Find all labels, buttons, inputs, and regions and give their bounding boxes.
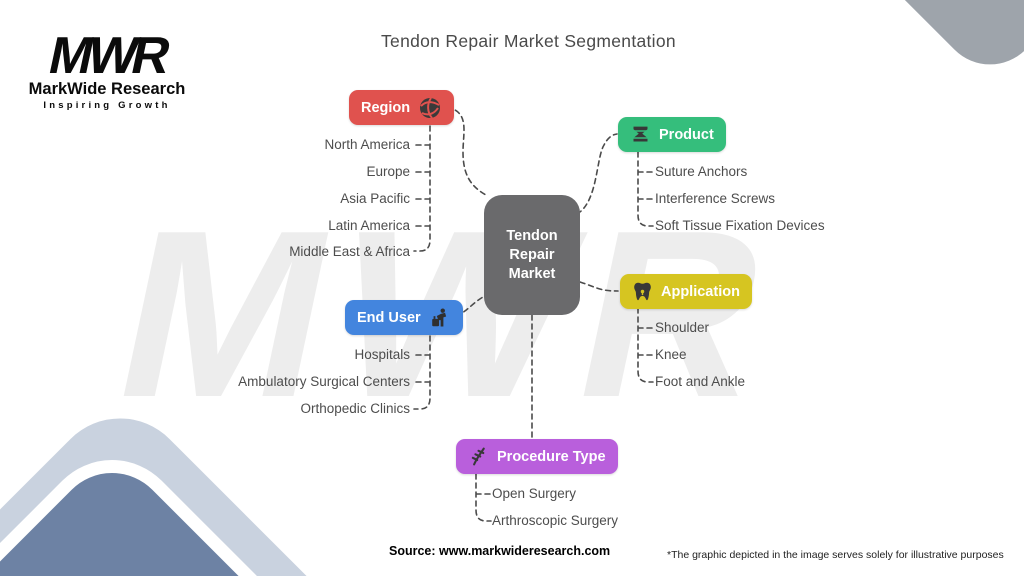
person-workstation-icon bbox=[429, 307, 451, 329]
segment-item-region: Europe bbox=[366, 164, 410, 179]
segment-item-end-user: Ambulatory Surgical Centers bbox=[238, 374, 410, 389]
procedure-rail bbox=[475, 473, 492, 522]
badge-end-user: End User bbox=[345, 300, 463, 335]
suture-branch-icon bbox=[468, 446, 489, 467]
center-to-application-curve bbox=[579, 281, 619, 292]
segment-item-end-user: Orthopedic Clinics bbox=[300, 401, 410, 416]
product-rail bbox=[637, 151, 654, 227]
center-to-product-curve bbox=[576, 133, 618, 215]
segment-item-end-user: Hospitals bbox=[354, 347, 410, 362]
segment-item-region: North America bbox=[324, 137, 410, 152]
badge-product: Product bbox=[618, 117, 726, 152]
disclaimer-text: *The graphic depicted in the image serve… bbox=[667, 549, 1004, 561]
badge-procedure-type: Procedure Type bbox=[456, 439, 618, 474]
segment-item-region: Asia Pacific bbox=[340, 191, 410, 206]
segment-item-product: Interference Screws bbox=[655, 191, 776, 206]
center-node-line: Tendon bbox=[506, 227, 558, 244]
center-node-line: Repair bbox=[509, 246, 555, 263]
markwide-logo: MWR MarkWide Research Inspiring Growth bbox=[22, 27, 192, 111]
source-text: Source: www.markwideresearch.com bbox=[389, 544, 611, 558]
segment-item-application: Knee bbox=[655, 347, 687, 362]
segment-item-procedure: Arthroscopic Surgery bbox=[492, 513, 619, 528]
segment-item-application: Foot and Ankle bbox=[655, 374, 746, 389]
logo-name: MarkWide Research bbox=[28, 80, 186, 98]
segment-item-region: Middle East & Africa bbox=[289, 244, 410, 259]
badge-end-user-label: End User bbox=[357, 309, 421, 326]
segment-item-region: Latin America bbox=[328, 218, 410, 233]
segment-item-product: Soft Tissue Fixation Devices bbox=[655, 218, 825, 233]
tooth-icon bbox=[632, 281, 653, 302]
enduser-rail bbox=[413, 335, 431, 410]
region-rail bbox=[413, 125, 431, 252]
badge-application-label: Application bbox=[661, 283, 740, 300]
badge-region: Region bbox=[349, 90, 455, 125]
badge-product-label: Product bbox=[659, 126, 714, 143]
logo-wordmark: MWR bbox=[43, 27, 171, 85]
segment-item-procedure: Open Surgery bbox=[492, 486, 577, 501]
center-node-line: Market bbox=[508, 265, 556, 282]
globe-icon bbox=[418, 96, 442, 120]
region-to-center-curve bbox=[446, 106, 487, 196]
page-title: Tendon Repair Market Segmentation bbox=[381, 31, 676, 51]
badge-region-label: Region bbox=[361, 99, 411, 116]
application-rail bbox=[637, 307, 654, 383]
segment-item-application: Shoulder bbox=[655, 320, 710, 335]
package-icon bbox=[630, 124, 651, 145]
segment-item-product: Suture Anchors bbox=[655, 164, 748, 179]
logo-tagline: Inspiring Growth bbox=[43, 100, 171, 111]
badge-application: Application bbox=[620, 274, 752, 309]
center-node: Tendon Repair Market bbox=[484, 195, 580, 315]
badge-procedure-type-label: Procedure Type bbox=[497, 448, 606, 465]
